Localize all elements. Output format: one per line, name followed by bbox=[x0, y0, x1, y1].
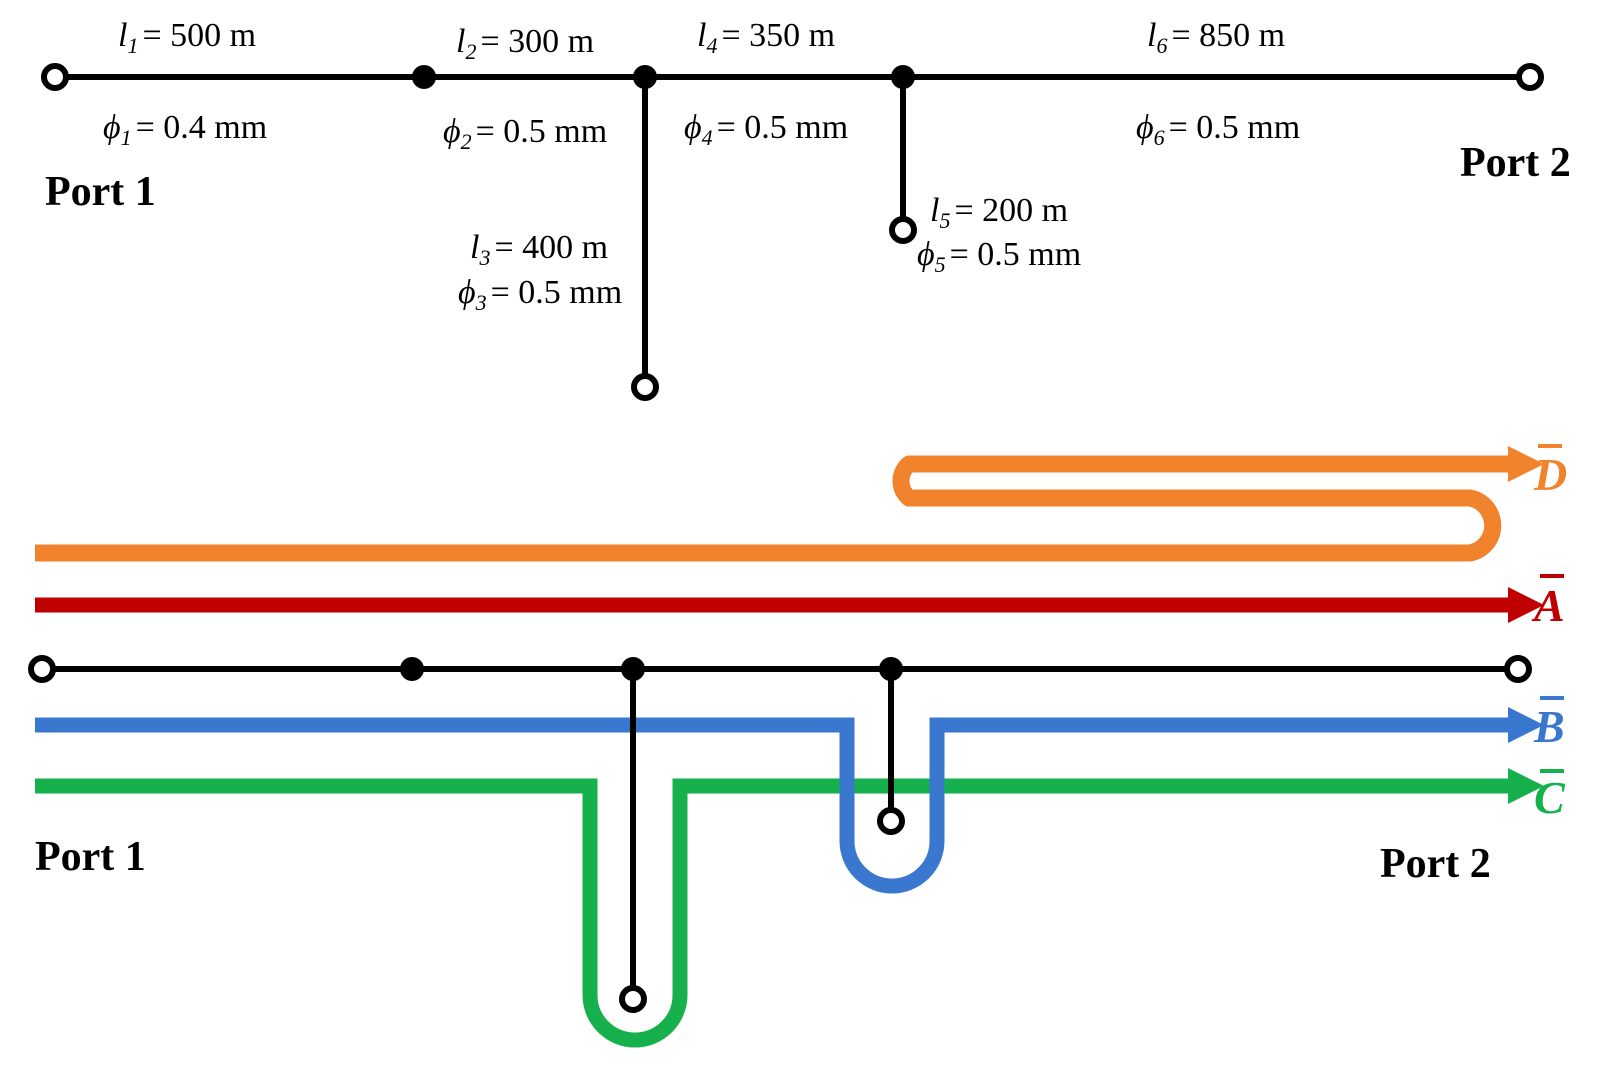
length-label-l2: l2= 300 m bbox=[456, 23, 594, 64]
top-network bbox=[55, 74, 1530, 387]
diameter-label-phi6: ϕ6= 0.5 mm bbox=[1136, 109, 1300, 150]
length-label-l3: l3= 400 m bbox=[470, 229, 608, 270]
length-label-l5: l5= 200 m bbox=[930, 192, 1068, 233]
top-l3-end-terminal bbox=[631, 373, 659, 401]
top-port2-terminal bbox=[1516, 63, 1544, 91]
top-nodes bbox=[41, 63, 1544, 401]
bottom-network bbox=[42, 666, 1518, 999]
length-label-l1: l1= 500 m bbox=[118, 17, 256, 58]
top-junction-2 bbox=[633, 65, 657, 89]
path-d bbox=[35, 446, 1544, 562]
length-label-l4: l4= 350 m bbox=[697, 17, 835, 58]
top-port1-label: Port 1 bbox=[45, 169, 156, 215]
diameter-label-phi2: ϕ2= 0.5 mm bbox=[443, 113, 607, 154]
bottom-junction-3 bbox=[879, 657, 903, 681]
bottom-junction-2 bbox=[621, 657, 645, 681]
path-b-arrowhead bbox=[1508, 707, 1544, 743]
top-l5-end-terminal bbox=[889, 216, 917, 244]
top-port2-label: Port 2 bbox=[1460, 140, 1571, 186]
bottom-port2-label: Port 2 bbox=[1380, 841, 1491, 887]
top-segment-labels: l1= 500 m ϕ1= 0.4 mm l2= 300 m ϕ2= 0.5 m… bbox=[103, 17, 1300, 315]
diameter-label-phi1: ϕ1= 0.4 mm bbox=[103, 109, 267, 150]
path-b bbox=[35, 707, 1544, 894]
bottom-nodes bbox=[28, 655, 1532, 1013]
path-c bbox=[35, 768, 1544, 1048]
bottom-port1-terminal bbox=[28, 655, 56, 683]
path-b-label: B bbox=[1533, 701, 1565, 752]
diameter-label-phi5: ϕ5= 0.5 mm bbox=[917, 236, 1081, 277]
top-junction-1 bbox=[412, 65, 436, 89]
length-label-l6: l6= 850 m bbox=[1147, 17, 1285, 58]
bottom-l3-end-terminal bbox=[619, 985, 647, 1013]
path-a-label: A bbox=[1531, 580, 1565, 631]
path-d-arrowhead bbox=[1508, 446, 1544, 482]
path-d-label: D bbox=[1533, 449, 1567, 500]
top-junction-3 bbox=[891, 65, 915, 89]
path-d-line bbox=[35, 455, 1510, 562]
path-labels: D A B C bbox=[1531, 444, 1567, 823]
path-b-line bbox=[35, 717, 1512, 894]
path-a bbox=[35, 587, 1544, 623]
path-c-line bbox=[35, 778, 1512, 1048]
top-port1-terminal bbox=[41, 63, 69, 91]
path-a-arrowhead bbox=[1508, 587, 1544, 623]
diameter-label-phi3: ϕ3= 0.5 mm bbox=[458, 274, 622, 315]
path-c-arrowhead bbox=[1508, 768, 1544, 804]
bottom-port2-terminal bbox=[1504, 655, 1532, 683]
bottom-junction-1 bbox=[400, 657, 424, 681]
bottom-l5-end-terminal bbox=[877, 807, 905, 835]
diameter-label-phi4: ϕ4= 0.5 mm bbox=[684, 109, 848, 150]
bottom-port1-label: Port 1 bbox=[35, 834, 146, 880]
path-c-label: C bbox=[1534, 772, 1566, 823]
